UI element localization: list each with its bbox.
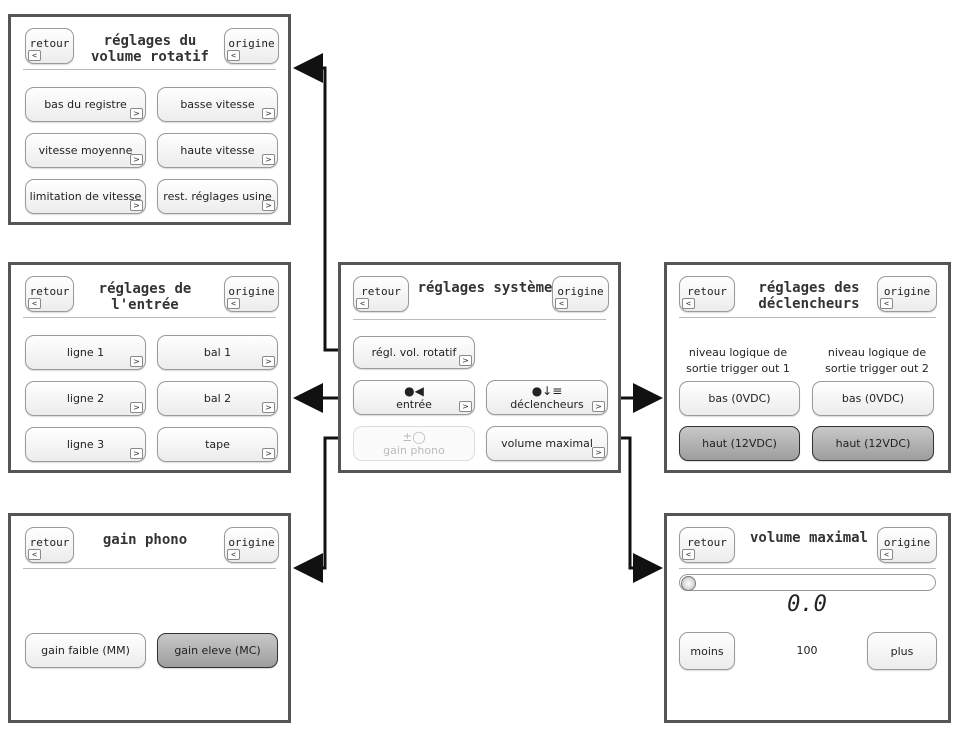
back-arrow-icon: < <box>682 298 695 309</box>
next-arrow-icon: > <box>459 401 472 412</box>
high-speed-button[interactable]: haute vitesse> <box>157 133 278 168</box>
home-button[interactable]: origine < <box>224 527 279 563</box>
bal-1-button[interactable]: bal 1> <box>157 335 278 370</box>
next-arrow-icon: > <box>262 356 275 367</box>
system-settings-panel: retour < réglages système origine < régl… <box>338 262 621 473</box>
speed-limit-button[interactable]: limitation de vitesse> <box>25 179 146 214</box>
triggers-settings-panel: retour < réglages des déclencheurs origi… <box>664 262 951 473</box>
back-arrow-icon: < <box>682 549 695 560</box>
rotary-volume-panel: retour < réglages du volume rotatif orig… <box>8 14 291 225</box>
next-arrow-icon: > <box>459 355 472 366</box>
volume-readout: 0.0 <box>787 592 827 617</box>
next-arrow-icon: > <box>130 356 143 367</box>
minus-button[interactable]: moins <box>679 632 735 670</box>
panel-title: réglages système <box>417 280 553 296</box>
trigger-1-low-button[interactable]: bas (0VDC) <box>679 381 800 416</box>
next-arrow-icon: > <box>262 154 275 165</box>
back-arrow-icon: < <box>880 298 893 309</box>
back-arrow-icon: < <box>28 50 41 61</box>
phono-gain-panel: retour < gain phono origine < gain faibl… <box>8 513 291 723</box>
line-2-button[interactable]: ligne 2> <box>25 381 146 416</box>
line-1-button[interactable]: ligne 1> <box>25 335 146 370</box>
tape-button[interactable]: tape> <box>157 427 278 462</box>
phono-gain-button[interactable]: ±◯ gain phono <box>353 426 475 461</box>
trigger-1-high-button[interactable]: haut (12VDC) <box>679 426 800 461</box>
trigger-icon: ●↓≡ <box>531 383 563 398</box>
home-button[interactable]: origine < <box>877 276 937 312</box>
low-register-button[interactable]: bas du registre> <box>25 87 146 122</box>
max-volume-panel: retour < volume maximal origine < 0.0 mo… <box>664 513 951 723</box>
next-arrow-icon: > <box>130 154 143 165</box>
next-arrow-icon: > <box>130 200 143 211</box>
home-button[interactable]: origine < <box>877 527 937 563</box>
plus-button[interactable]: plus <box>867 632 937 670</box>
back-arrow-icon: < <box>880 549 893 560</box>
next-arrow-icon: > <box>262 200 275 211</box>
trigger-2-low-button[interactable]: bas (0VDC) <box>812 381 934 416</box>
factory-reset-button[interactable]: rest. réglages usine> <box>157 179 278 214</box>
panel-title: réglages des déclencheurs <box>758 280 860 312</box>
back-button[interactable]: retour < <box>25 276 74 312</box>
low-speed-button[interactable]: basse vitesse> <box>157 87 278 122</box>
bal-2-button[interactable]: bal 2> <box>157 381 278 416</box>
back-button[interactable]: retour < <box>679 527 735 563</box>
next-arrow-icon: > <box>262 108 275 119</box>
next-arrow-icon: > <box>592 401 605 412</box>
volume-value: 100 <box>796 644 818 657</box>
back-arrow-icon: < <box>356 298 369 309</box>
home-button[interactable]: origine < <box>224 28 279 64</box>
back-button[interactable]: retour < <box>679 276 735 312</box>
input-settings-panel: retour < réglages de l'entrée origine < … <box>8 262 291 473</box>
home-button[interactable]: origine < <box>552 276 609 312</box>
trigger-out-2-label: niveau logique de sortie trigger out 2 <box>825 346 929 375</box>
slider-knob[interactable] <box>681 576 696 591</box>
max-volume-button[interactable]: volume maximal> <box>486 426 608 461</box>
next-arrow-icon: > <box>262 448 275 459</box>
next-arrow-icon: > <box>130 448 143 459</box>
back-arrow-icon: < <box>227 50 240 61</box>
next-arrow-icon: > <box>130 402 143 413</box>
back-button[interactable]: retour < <box>25 527 74 563</box>
gain-high-mc-button[interactable]: gain eleve (MC) <box>157 633 278 668</box>
rotary-volume-settings-button[interactable]: régl. vol. rotatif> <box>353 336 475 369</box>
trigger-out-1-label: niveau logique de sortie trigger out 1 <box>686 346 790 375</box>
max-volume-slider[interactable] <box>679 574 936 591</box>
back-arrow-icon: < <box>555 298 568 309</box>
trigger-2-high-button[interactable]: haut (12VDC) <box>812 426 934 461</box>
triggers-button[interactable]: ●↓≡ déclencheurs > <box>486 380 608 415</box>
next-arrow-icon: > <box>592 447 605 458</box>
next-arrow-icon: > <box>262 402 275 413</box>
medium-speed-button[interactable]: vitesse moyenne> <box>25 133 146 168</box>
line-3-button[interactable]: ligne 3> <box>25 427 146 462</box>
back-button[interactable]: retour < <box>353 276 409 312</box>
back-button[interactable]: retour < <box>25 28 74 64</box>
panel-title: réglages de l'entrée <box>98 281 192 313</box>
panel-title: réglages du volume rotatif <box>90 33 209 65</box>
phono-icon: ±◯ <box>402 429 426 444</box>
panel-title: volume maximal <box>749 530 868 546</box>
arrow-to-phono <box>293 436 350 583</box>
home-button[interactable]: origine < <box>224 276 279 312</box>
back-arrow-icon: < <box>227 298 240 309</box>
input-icon: ●◀ <box>404 383 424 398</box>
back-arrow-icon: < <box>28 549 41 560</box>
input-button[interactable]: ●◀ entrée > <box>353 380 475 415</box>
arrow-to-rotary <box>293 53 350 352</box>
back-arrow-icon: < <box>28 298 41 309</box>
next-arrow-icon: > <box>130 108 143 119</box>
panel-title: gain phono <box>102 532 188 548</box>
gain-low-mm-button[interactable]: gain faible (MM) <box>25 633 146 668</box>
back-arrow-icon: < <box>227 549 240 560</box>
